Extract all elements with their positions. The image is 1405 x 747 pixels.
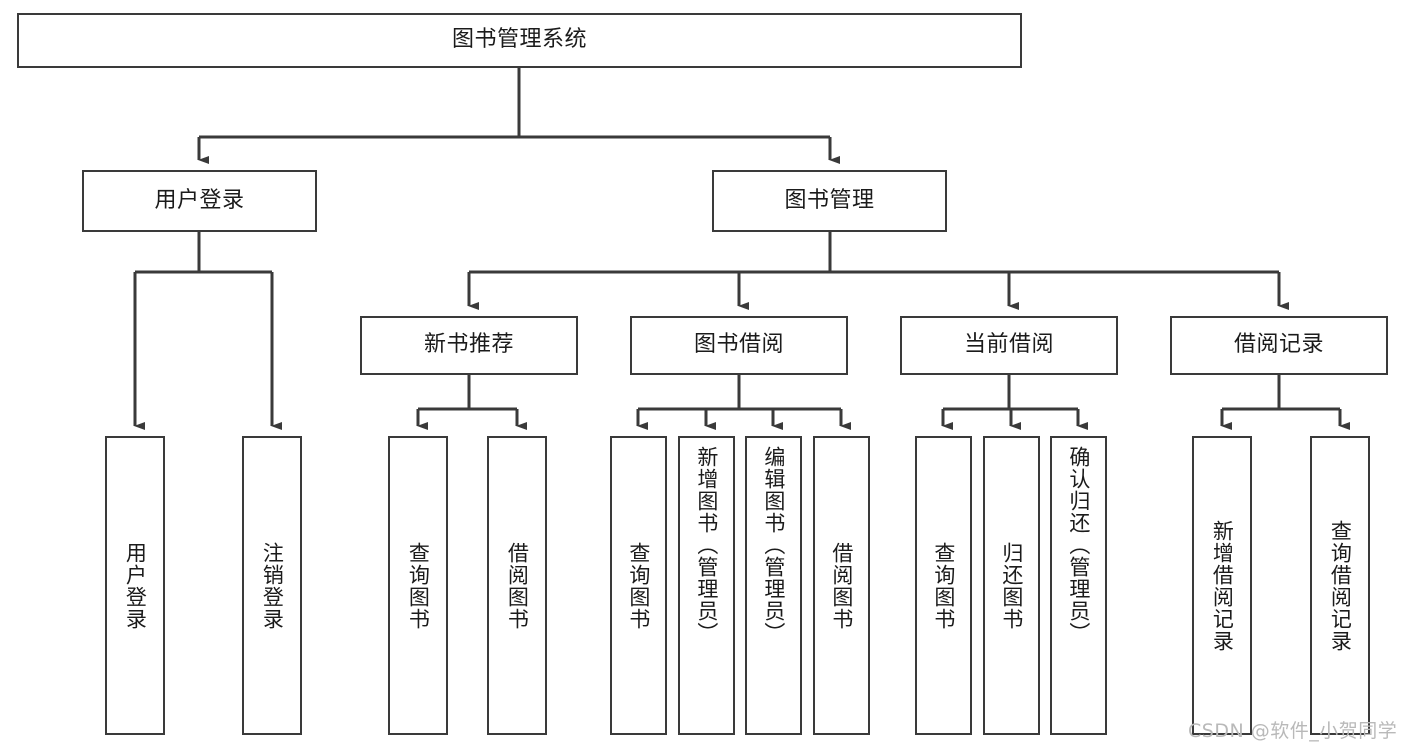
node-borrow-record[interactable]: 借阅记录	[1170, 316, 1388, 375]
node-leaf-query-book-cur-label: 查询图书	[931, 541, 956, 630]
node-leaf-query-record-label: 查询借阅记录	[1328, 519, 1353, 652]
node-leaf-query-book-borrow[interactable]: 查询图书	[610, 436, 667, 735]
node-leaf-query-book-rec[interactable]: 查询图书	[388, 436, 448, 735]
node-leaf-query-book-borrow-label: 查询图书	[626, 541, 651, 630]
node-leaf-query-book-rec-label: 查询图书	[406, 541, 431, 630]
node-leaf-user-logout-label: 注销登录	[260, 541, 285, 630]
node-root-label: 图书管理系统	[451, 27, 587, 53]
node-leaf-query-record[interactable]: 查询借阅记录	[1310, 436, 1370, 735]
node-leaf-return-book-label: 归还图书	[999, 541, 1024, 630]
node-current-borrow[interactable]: 当前借阅	[900, 316, 1118, 375]
node-leaf-borrow-book[interactable]: 借阅图书	[813, 436, 870, 735]
node-leaf-add-book[interactable]: 新增图书（管理员）	[678, 436, 735, 735]
node-current-borrow-label: 当前借阅	[963, 332, 1054, 358]
node-leaf-add-book-label: 新增图书（管理员）	[694, 446, 719, 644]
node-leaf-borrow-book-label: 借阅图书	[829, 541, 854, 630]
node-leaf-return-book[interactable]: 归还图书	[983, 436, 1040, 735]
node-book-borrow-label: 图书借阅	[693, 332, 784, 358]
node-book-manage-label: 图书管理	[784, 187, 875, 213]
node-leaf-edit-book[interactable]: 编辑图书（管理员）	[745, 436, 802, 735]
node-new-book-rec[interactable]: 新书推荐	[360, 316, 578, 375]
node-leaf-user-login-label: 用户登录	[123, 541, 148, 630]
node-new-book-rec-label: 新书推荐	[423, 332, 514, 358]
node-leaf-query-book-cur[interactable]: 查询图书	[915, 436, 972, 735]
node-borrow-record-label: 借阅记录	[1233, 332, 1324, 358]
node-leaf-user-logout[interactable]: 注销登录	[242, 436, 302, 735]
node-leaf-add-record-label: 新增借阅记录	[1210, 519, 1235, 652]
node-leaf-add-record[interactable]: 新增借阅记录	[1192, 436, 1252, 735]
node-book-borrow[interactable]: 图书借阅	[630, 316, 848, 375]
node-user-login-label: 用户登录	[154, 187, 245, 213]
node-leaf-confirm-return-label: 确认归还（管理员）	[1066, 446, 1091, 644]
node-book-manage[interactable]: 图书管理	[712, 170, 947, 232]
node-leaf-user-login[interactable]: 用户登录	[105, 436, 165, 735]
node-user-login[interactable]: 用户登录	[82, 170, 317, 232]
watermark-text: CSDN @软件_小贺同学	[1188, 720, 1398, 742]
node-leaf-borrow-book-rec[interactable]: 借阅图书	[487, 436, 547, 735]
node-leaf-borrow-book-rec-label: 借阅图书	[505, 541, 530, 630]
node-leaf-confirm-return[interactable]: 确认归还（管理员）	[1050, 436, 1107, 735]
node-root[interactable]: 图书管理系统	[17, 13, 1022, 68]
node-leaf-edit-book-label: 编辑图书（管理员）	[761, 446, 786, 644]
